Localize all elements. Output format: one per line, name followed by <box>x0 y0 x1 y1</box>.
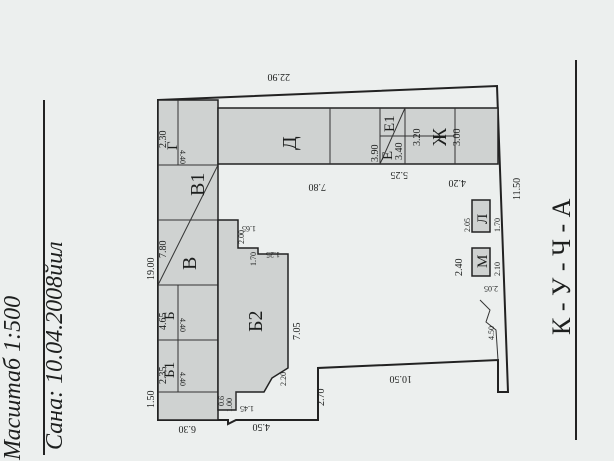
dim-b2-170: 1.70 <box>249 252 258 266</box>
dim-b2-165: 1.65 <box>242 224 256 233</box>
dim-left-630: 6.30 <box>179 423 197 434</box>
room-v: В <box>179 257 201 270</box>
dim-left-450: 4.50 <box>253 421 271 432</box>
building-right <box>217 107 499 165</box>
date-text: Сана: 10.04.2008йил <box>42 241 68 450</box>
gate-path <box>479 299 499 361</box>
dim-b2-200: 2.00 <box>237 230 246 244</box>
dim-d-780: 7.80 <box>309 181 327 192</box>
dim-d-390: 3.90 <box>370 145 381 163</box>
dim-g-230: 2.30 <box>158 131 169 149</box>
dim-l-205: 2.05 <box>463 218 472 232</box>
dim-b2-125: 1.25 <box>266 250 280 259</box>
building-m <box>471 247 491 277</box>
dim-right-1150: 11.50 <box>512 178 523 200</box>
dim-b-465: 4.65 <box>158 313 169 331</box>
room-b: Б <box>162 311 178 320</box>
dim-bottom-1050: 10.50 <box>390 373 413 384</box>
street-block: К - У - Ч - А <box>547 60 577 440</box>
room-g: Г <box>165 141 181 150</box>
dim-left-270: 2.70 <box>316 389 327 407</box>
scale-text: Масштаб 1:500 <box>0 296 26 461</box>
dim-zh-420: 4.20 <box>449 177 467 188</box>
building-l <box>471 199 491 233</box>
dim-gate-450: 4.50 <box>487 326 496 340</box>
dim-zh-300: 3.00 <box>452 129 463 147</box>
room-zh: Ж <box>429 128 451 146</box>
dim-b2-100: 1.00 <box>225 398 234 412</box>
dim-b2-145: 1.45 <box>240 404 254 413</box>
dim-b1-150: 1.50 <box>146 391 157 409</box>
room-e1: Е1 <box>382 115 398 132</box>
header-block: Масштаб 1:500 Сана: 10.04.2008йил <box>0 100 68 461</box>
dim-b1-440: 4.40 <box>178 372 187 386</box>
dim-780-top: 7.80 <box>158 241 169 259</box>
room-l: Л <box>475 214 491 224</box>
dim-b2-705: 7.05 <box>292 323 303 341</box>
room-e: Е <box>380 151 396 160</box>
dim-total-width: 22.90 <box>268 71 291 82</box>
street-name: К - У - Ч - А <box>547 198 576 335</box>
dim-g-440: 4.40 <box>178 150 187 164</box>
dim-b2-220: 2.20 <box>279 372 288 386</box>
building-main <box>157 99 219 421</box>
dim-19: 19.00 <box>146 258 157 281</box>
dim-b1-235: 2.35 <box>158 367 169 385</box>
dim-m-210: 2.10 <box>493 262 502 276</box>
room-b1: Б1 <box>162 362 178 378</box>
dim-zh-320: 3.20 <box>412 129 423 147</box>
dim-b2-06: 0.6 <box>217 396 226 406</box>
dim-e-525: 5.25 <box>391 169 409 180</box>
room-b2: Б2 <box>245 311 267 332</box>
dim-m-240: 2.40 <box>454 259 465 277</box>
dim-l-170: 1.70 <box>493 218 502 232</box>
building-left-strip <box>157 99 219 421</box>
room-labels: Б1 Б В В1 Г Б2 Д Е1 Е Ж М Л <box>162 115 491 378</box>
dim-e1-340: 3.40 <box>394 143 405 161</box>
room-v1: В1 <box>187 173 209 196</box>
room-m: М <box>475 255 491 268</box>
room-d: Д <box>279 136 301 150</box>
dimension-labels: 22.90 19.00 1.50 2.35 4.65 7.80 2.30 4.4… <box>146 71 523 434</box>
dim-b-440: 4.40 <box>178 318 187 332</box>
dim-m-205b: 2.05 <box>484 284 498 293</box>
